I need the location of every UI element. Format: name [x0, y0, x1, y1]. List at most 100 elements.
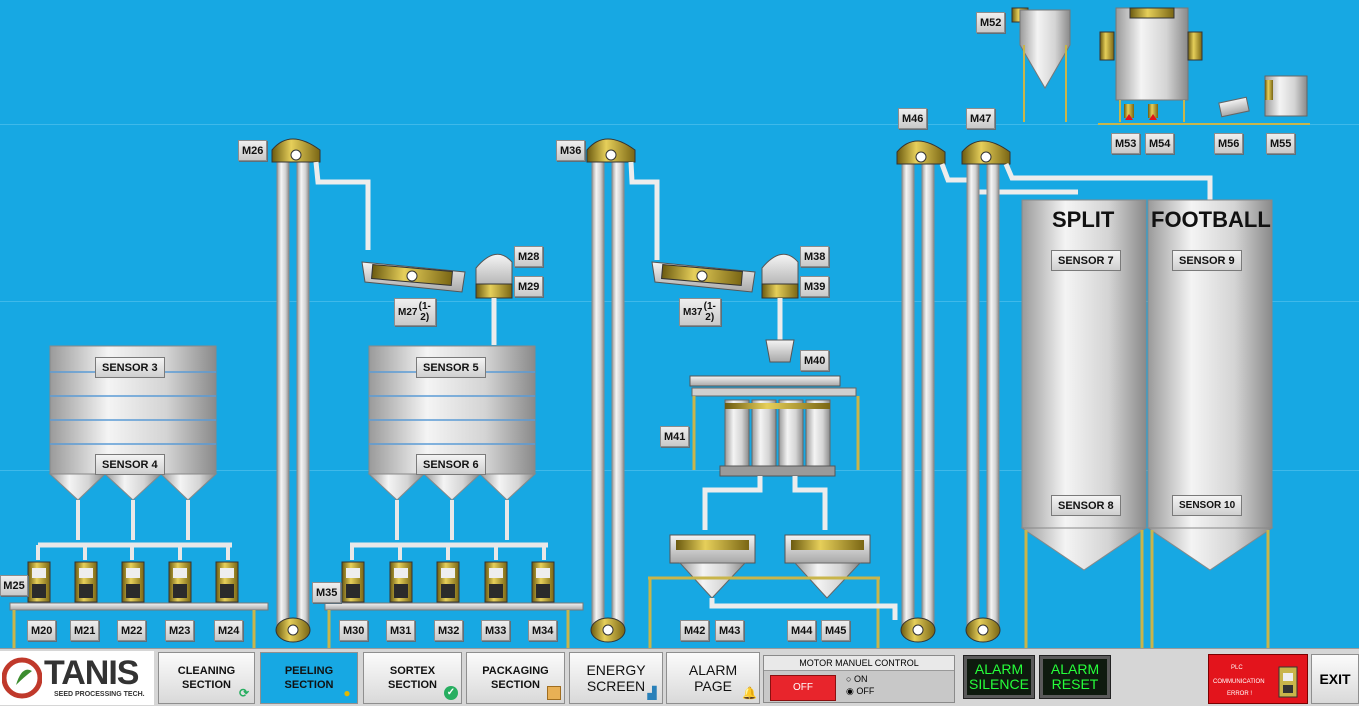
motor-m38-tag[interactable]: M38: [800, 246, 830, 267]
motor-m26-tag[interactable]: M26: [238, 140, 268, 161]
packaging-label-1: PACKAGING: [482, 665, 549, 677]
peeling-label-1: PEELING: [284, 665, 334, 677]
motor-m43-tag[interactable]: M43: [715, 620, 745, 641]
tanis-logo: TANIS SEED PROCESSING TECH.: [0, 651, 154, 705]
plc-communication-error[interactable]: PLC COMMUNICATION ERROR !: [1208, 654, 1308, 704]
check-icon: ✓: [444, 686, 458, 700]
motor-m27-tag[interactable]: M27(1-2): [394, 298, 436, 326]
motor-m31-tag[interactable]: M31: [386, 620, 416, 641]
sortex-label-2: SECTION: [388, 679, 437, 691]
motor-m54-tag[interactable]: M54: [1145, 133, 1175, 154]
bell-icon: 🔔: [742, 686, 757, 700]
packaging-section-button[interactable]: PACKAGING SECTION: [466, 652, 565, 704]
alarm-silence-label-1: ALARM: [974, 661, 1024, 677]
peeling-section-button[interactable]: PEELING SECTION ●: [260, 652, 358, 704]
sortex-frame: [689, 375, 860, 530]
bottom-toolbar: TANIS SEED PROCESSING TECH. CLEANING SECT…: [0, 648, 1359, 706]
plc-line-1: PLC: [1231, 665, 1243, 671]
chart-icon: ▟: [647, 686, 657, 700]
motor-m33-tag[interactable]: M33: [481, 620, 511, 641]
motor-m29-tag[interactable]: M29: [514, 276, 544, 297]
radio-selected-icon: ◉: [846, 686, 854, 696]
motor-m37-label: M37: [683, 306, 703, 318]
logo-tagline: SEED PROCESSING TECH.: [54, 691, 145, 698]
plc-line-3: ERROR !: [1227, 691, 1253, 697]
packaging-label-2: SECTION: [491, 679, 540, 691]
motor-m45-tag[interactable]: M45: [821, 620, 851, 641]
motor-m28-tag[interactable]: M28: [514, 246, 544, 267]
refresh-icon: ⟳: [238, 686, 250, 700]
peeling-label-2: SECTION: [284, 679, 334, 691]
motor-m46-tag[interactable]: M46: [898, 108, 928, 129]
motor-m53-tag[interactable]: M53: [1111, 133, 1141, 154]
motor-m55-tag[interactable]: M55: [1266, 133, 1296, 154]
logo-name: TANIS: [44, 654, 139, 692]
radio-empty-icon: ○: [846, 674, 852, 684]
motor-m32-tag[interactable]: M32: [434, 620, 464, 641]
separators: [648, 534, 898, 648]
top-equipment: [1011, 7, 1310, 125]
motor-m27-label: M27: [398, 306, 418, 318]
sortex-section-button[interactable]: SORTEX SECTION ✓: [363, 652, 462, 704]
motor-m22-tag[interactable]: M22: [117, 620, 147, 641]
motor-m52-tag[interactable]: M52: [976, 12, 1006, 33]
seeds-icon: ●: [343, 686, 351, 700]
box-icon: [547, 686, 561, 700]
motor-m40-tag[interactable]: M40: [800, 350, 830, 371]
exit-label: EXIT: [1319, 671, 1351, 687]
elevator-m36: [586, 138, 660, 643]
motor-m21-tag[interactable]: M21: [70, 620, 100, 641]
motor-m37-sub: (1-2): [703, 301, 716, 323]
motor-m20-tag[interactable]: M20: [27, 620, 57, 641]
motor-manual-control-panel: MOTOR MANUEL CONTROL OFF ○ ON ◉ OFF: [763, 655, 955, 703]
alarm-label-2: PAGE: [694, 678, 732, 694]
sensor-6: SENSOR 6: [416, 454, 486, 475]
energy-label-2: SCREEN: [586, 678, 646, 694]
motor-m35-tag[interactable]: M35: [312, 582, 342, 603]
weighers-middle: [341, 561, 555, 603]
motor-m36-tag[interactable]: M36: [556, 140, 586, 161]
process-mimic: M25 M20 M21 M22 M23 M24 M26 M27(1-2) M28…: [0, 7, 1359, 648]
peeling-machine-1: [361, 253, 513, 345]
motor-m42-tag[interactable]: M42: [680, 620, 710, 641]
motor-m44-tag[interactable]: M44: [787, 620, 817, 641]
alarm-reset-label-1: ALARM: [1050, 661, 1100, 677]
plc-device-icon: [1278, 666, 1298, 698]
motor-m47-tag[interactable]: M47: [966, 108, 996, 129]
sortex-label-1: SORTEX: [389, 665, 436, 677]
motor-m23-tag[interactable]: M23: [165, 620, 195, 641]
motor-m30-tag[interactable]: M30: [339, 620, 369, 641]
motor-m39-tag[interactable]: M39: [800, 276, 830, 297]
cleaning-label-2: SECTION: [182, 679, 231, 691]
grid-line: [0, 124, 1359, 125]
sensor-4: SENSOR 4: [95, 454, 165, 475]
motor-control-title: MOTOR MANUEL CONTROL: [764, 656, 954, 671]
motor-state-off-button[interactable]: OFF: [770, 675, 836, 701]
motor-m27-sub: (1-2): [418, 301, 431, 323]
big-silos: [1020, 199, 1274, 648]
sensor-10: SENSOR 10: [1172, 495, 1243, 516]
peeling-machine-2: [651, 253, 799, 363]
motor-m25-tag[interactable]: M25: [0, 575, 28, 596]
elevator-m47: [961, 140, 1213, 643]
sensor-3: SENSOR 3: [95, 357, 165, 378]
motor-m37-tag[interactable]: M37(1-2): [679, 298, 721, 326]
motor-m24-tag[interactable]: M24: [214, 620, 244, 641]
cleaning-section-button[interactable]: CLEANING SECTION ⟳: [158, 652, 255, 704]
alarm-label-1: ALARM: [688, 662, 738, 678]
sensor-9: SENSOR 9: [1172, 250, 1242, 271]
motor-m41-tag[interactable]: M41: [660, 426, 690, 447]
energy-label-1: ENERGY: [586, 662, 646, 678]
exit-button[interactable]: EXIT: [1311, 654, 1359, 704]
sensor-5: SENSOR 5: [416, 357, 486, 378]
motor-m56-tag[interactable]: M56: [1214, 133, 1244, 154]
motor-off-radio[interactable]: ◉ OFF: [846, 686, 874, 697]
cleaning-label-1: CLEANING: [177, 665, 236, 677]
elevator-m46: [896, 140, 1078, 643]
motor-on-radio[interactable]: ○ ON: [846, 674, 867, 684]
motor-m34-tag[interactable]: M34: [528, 620, 558, 641]
